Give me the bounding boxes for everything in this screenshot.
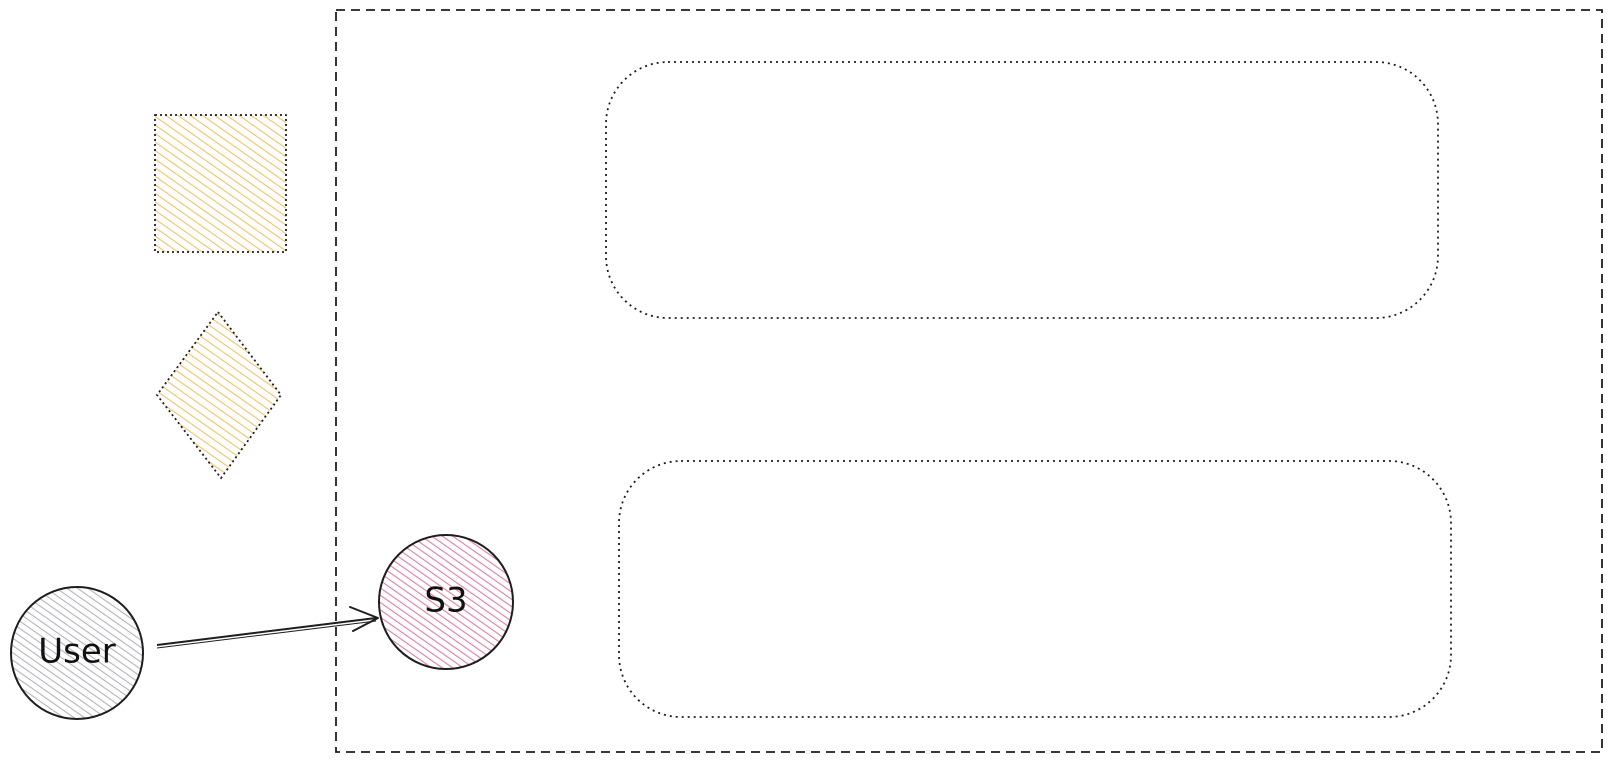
arrowhead bbox=[349, 606, 379, 632]
s3-label: S3 bbox=[424, 581, 467, 621]
orange-square-shape[interactable] bbox=[154, 114, 287, 253]
outer-boundary[interactable] bbox=[335, 9, 1603, 753]
upper-group-box[interactable] bbox=[605, 61, 1439, 319]
user-label: User bbox=[38, 632, 116, 672]
s3-node[interactable]: S3 bbox=[378, 534, 514, 670]
orange-diamond-shape[interactable] bbox=[155, 310, 283, 480]
lower-group-box[interactable] bbox=[618, 460, 1452, 718]
user-to-s3-arrow[interactable] bbox=[156, 606, 379, 649]
s3-circle[interactable] bbox=[378, 534, 514, 670]
arrow-shaft bbox=[156, 617, 377, 646]
arrow-shaft-inner bbox=[156, 620, 377, 649]
user-node[interactable]: User bbox=[10, 586, 144, 720]
user-circle[interactable] bbox=[10, 586, 144, 720]
